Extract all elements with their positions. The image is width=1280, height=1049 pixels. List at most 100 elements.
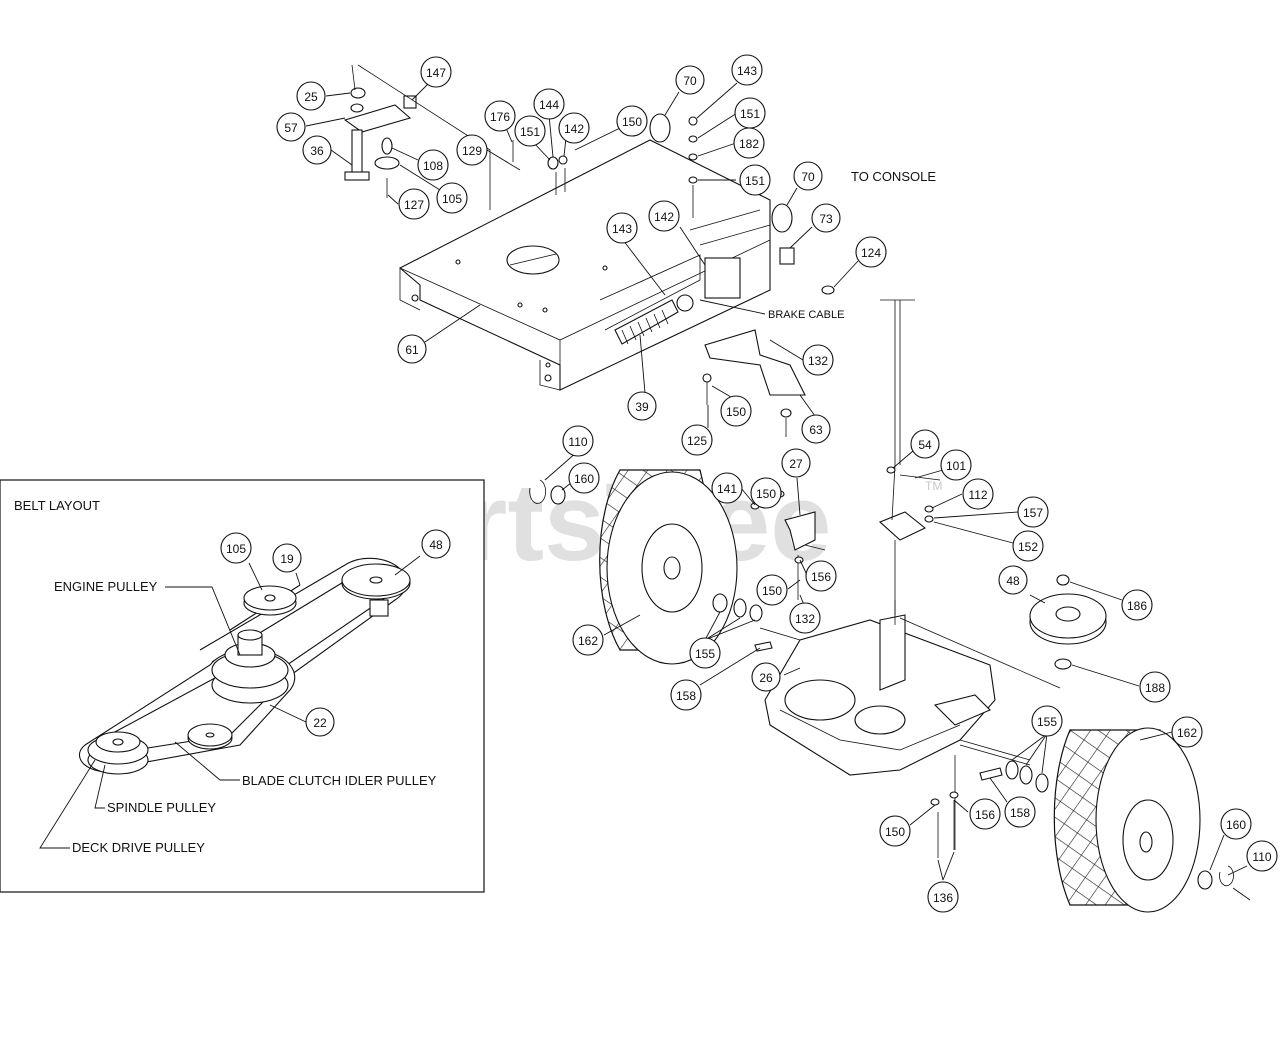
callout-circle [562, 425, 594, 457]
callout-188: 188 [1139, 671, 1171, 703]
callout-54: 54 [910, 429, 940, 459]
callout-73: 73 [811, 203, 841, 233]
callout-48b: 48 [421, 529, 451, 559]
callout-number: 155 [1037, 715, 1057, 729]
callout-number: 156 [975, 808, 995, 822]
callout-156a: 156 [805, 560, 837, 592]
callout-61: 61 [397, 334, 427, 364]
callout-number: 61 [405, 343, 419, 357]
label-deck-drive-pulley: DECK DRIVE PULLEY [72, 840, 205, 855]
callout-circle [1220, 808, 1252, 840]
label-spindle-pulley: SPINDLE PULLEY [107, 800, 216, 815]
callout-circle [417, 149, 449, 181]
callout-162a: 162 [572, 624, 604, 656]
callout-circle [305, 707, 335, 737]
label-brake-cable: BRAKE CABLE [768, 309, 844, 321]
callout-circle [296, 81, 326, 111]
callout-circle [998, 565, 1028, 595]
label-engine-pulley: ENGINE PULLEY [54, 579, 158, 594]
callout-number: 150 [726, 405, 746, 419]
callout-circle [781, 448, 811, 478]
callout-number: 155 [695, 647, 715, 661]
callout-143b: 143 [606, 212, 638, 244]
callout-108: 108 [417, 149, 449, 181]
callout-176: 176 [484, 100, 516, 132]
callout-142a: 142 [558, 112, 590, 144]
callout-186: 186 [1121, 589, 1153, 621]
callout-circle [276, 112, 306, 142]
callout-150d: 150 [756, 574, 788, 606]
callout-number: 157 [1023, 506, 1043, 520]
callout-circle [711, 472, 743, 504]
callout-number: 143 [612, 222, 632, 236]
callout-number: 150 [622, 115, 642, 129]
callout-circle [1171, 716, 1203, 748]
callout-circle [805, 560, 837, 592]
callout-circle [675, 65, 705, 95]
callout-number: 108 [423, 159, 443, 173]
callout-circle [272, 543, 302, 573]
callout-57: 57 [276, 112, 306, 142]
callout-number: 125 [687, 434, 707, 448]
callout-160b: 160 [1220, 808, 1252, 840]
callout-number: 147 [426, 66, 446, 80]
callout-number: 48 [429, 538, 443, 552]
callout-circle [927, 881, 959, 913]
callout-70a: 70 [675, 65, 705, 95]
callout-number: 152 [1018, 540, 1038, 554]
spring-39 [614, 294, 694, 345]
callout-number: 105 [442, 192, 462, 206]
callout-circle [750, 477, 782, 509]
callout-circle [720, 395, 752, 427]
callout-124: 124 [855, 236, 887, 268]
callout-circle [1031, 705, 1063, 737]
bolts-136 [930, 791, 959, 858]
callout-number: 150 [756, 487, 776, 501]
callout-circle [739, 164, 771, 196]
callout-circle [969, 798, 1001, 830]
callout-110b: 110 [1246, 840, 1278, 872]
callout-number: 26 [759, 671, 773, 685]
callout-number: 150 [885, 825, 905, 839]
callout-155a: 155 [689, 637, 721, 669]
callout-number: 129 [462, 144, 482, 158]
callout-circle [793, 161, 823, 191]
callout-162b: 162 [1171, 716, 1203, 748]
callout-158a: 158 [670, 679, 702, 711]
callout-101: 101 [940, 449, 972, 481]
callout-circle [801, 414, 831, 444]
callout-circle [1017, 496, 1049, 528]
callout-circle [811, 203, 841, 233]
callout-136: 136 [927, 881, 959, 913]
callout-number: 101 [946, 459, 966, 473]
callout-circle [220, 532, 252, 564]
callout-158b: 158 [1004, 796, 1036, 828]
callout-number: 48 [1006, 574, 1020, 588]
callout-182: 182 [733, 127, 765, 159]
callout-number: 19 [280, 552, 294, 566]
callout-150c: 150 [750, 477, 782, 509]
callout-number: 110 [1252, 850, 1271, 864]
callout-number: 27 [789, 457, 803, 471]
callout-number: 63 [809, 423, 823, 437]
callout-number: 151 [745, 174, 765, 188]
callout-circle [533, 88, 565, 120]
callout-150a: 150 [616, 105, 648, 137]
callout-142b: 142 [648, 200, 680, 232]
callout-25: 25 [296, 81, 326, 111]
callout-147: 147 [420, 56, 452, 88]
callout-160a: 160 [568, 462, 600, 494]
callout-number: 110 [568, 435, 587, 449]
callout-number: 186 [1127, 599, 1147, 613]
callout-number: 54 [918, 438, 932, 452]
callout-circle [1012, 530, 1044, 562]
callout-circle [670, 679, 702, 711]
callout-circle [1121, 589, 1153, 621]
callout-number: 70 [801, 170, 815, 184]
label-to-console: TO CONSOLE [851, 169, 936, 184]
callout-circle [568, 462, 600, 494]
callout-number: 144 [539, 98, 559, 112]
callout-circle [751, 662, 781, 692]
